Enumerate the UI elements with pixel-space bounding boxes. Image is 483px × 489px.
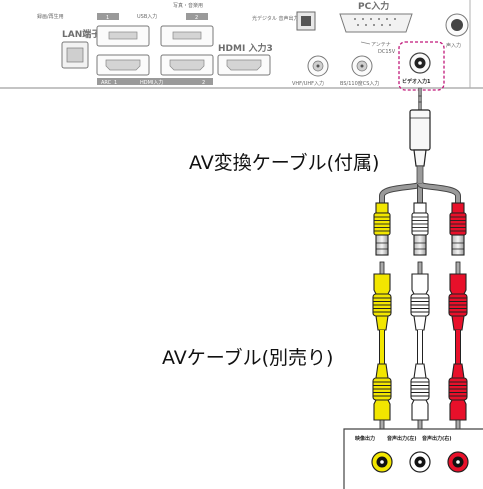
dc-label: DC15V [378,49,396,55]
av-converter-cable [379,87,461,205]
usb2-tag [186,13,208,20]
rca-connectors [372,202,468,430]
lan-label: LAN端子 [62,28,100,40]
hdmi2-number: 2 [202,80,205,86]
antenna-label: アンテナ [371,42,391,48]
video-in-highlight [398,41,445,91]
recording-label: 録画/再生用 [37,13,64,20]
usb1-tag [97,13,119,20]
audio-out-right-label: 音声出力(右) [422,435,452,442]
arc-label: ARC [101,80,112,86]
hdmi-in-label: HDMI入力 [140,79,163,86]
converter-jack-red [449,202,467,256]
photo-music-label: 写真・音楽用 [173,2,203,9]
optical-label: 光デジタル 音声出力 [252,15,299,22]
av-cable-top-plug-yellow [372,261,392,331]
av-cable-top-plug-red [448,261,468,331]
converter-cable-label: AV変換ケーブル(付属) [189,152,380,174]
pc-label: PC入力 [358,0,389,12]
converter-jack-white [411,202,429,256]
vga-port [339,13,413,33]
av-cable-label: AVケーブル(別売り) [162,347,334,369]
video-out-label: 映像出力 [355,435,375,442]
usb1-number: 1 [106,15,109,21]
av-cable-bottom-plug-white [410,363,430,430]
video-in-label: ビデオ入力1 [402,78,431,85]
mini-plug-body [409,109,431,151]
av-cable-bottom-plug-yellow [372,363,392,430]
usb-label: USB入力 [137,13,157,20]
tv-back-panel: 録画/再生用 1 USB入力 2 写真・音楽用 LAN端子 ARC HDMI入力… [0,0,483,91]
usb2-number: 2 [195,15,198,21]
hdmi-label-bar [97,78,213,85]
converter-jack-yellow [373,202,391,256]
vhf-label: VHF/UHF入力 [292,80,324,87]
av-cable-top-plug-white [410,261,430,331]
av-cable-bottom-plug-red [448,363,468,430]
hdmi3-label: HDMI 入力3 [218,42,273,54]
audio-in-label: 声入力 [446,42,461,49]
audio-out-left-label: 音声出力(左) [387,435,417,442]
hdmi1-number: 1 [114,80,117,86]
mini-plug-tip [418,87,422,111]
bs-label: BS/110度CS入力 [340,80,379,87]
external-device: 映像出力 音声出力(左) 音声出力(右) [343,428,483,489]
